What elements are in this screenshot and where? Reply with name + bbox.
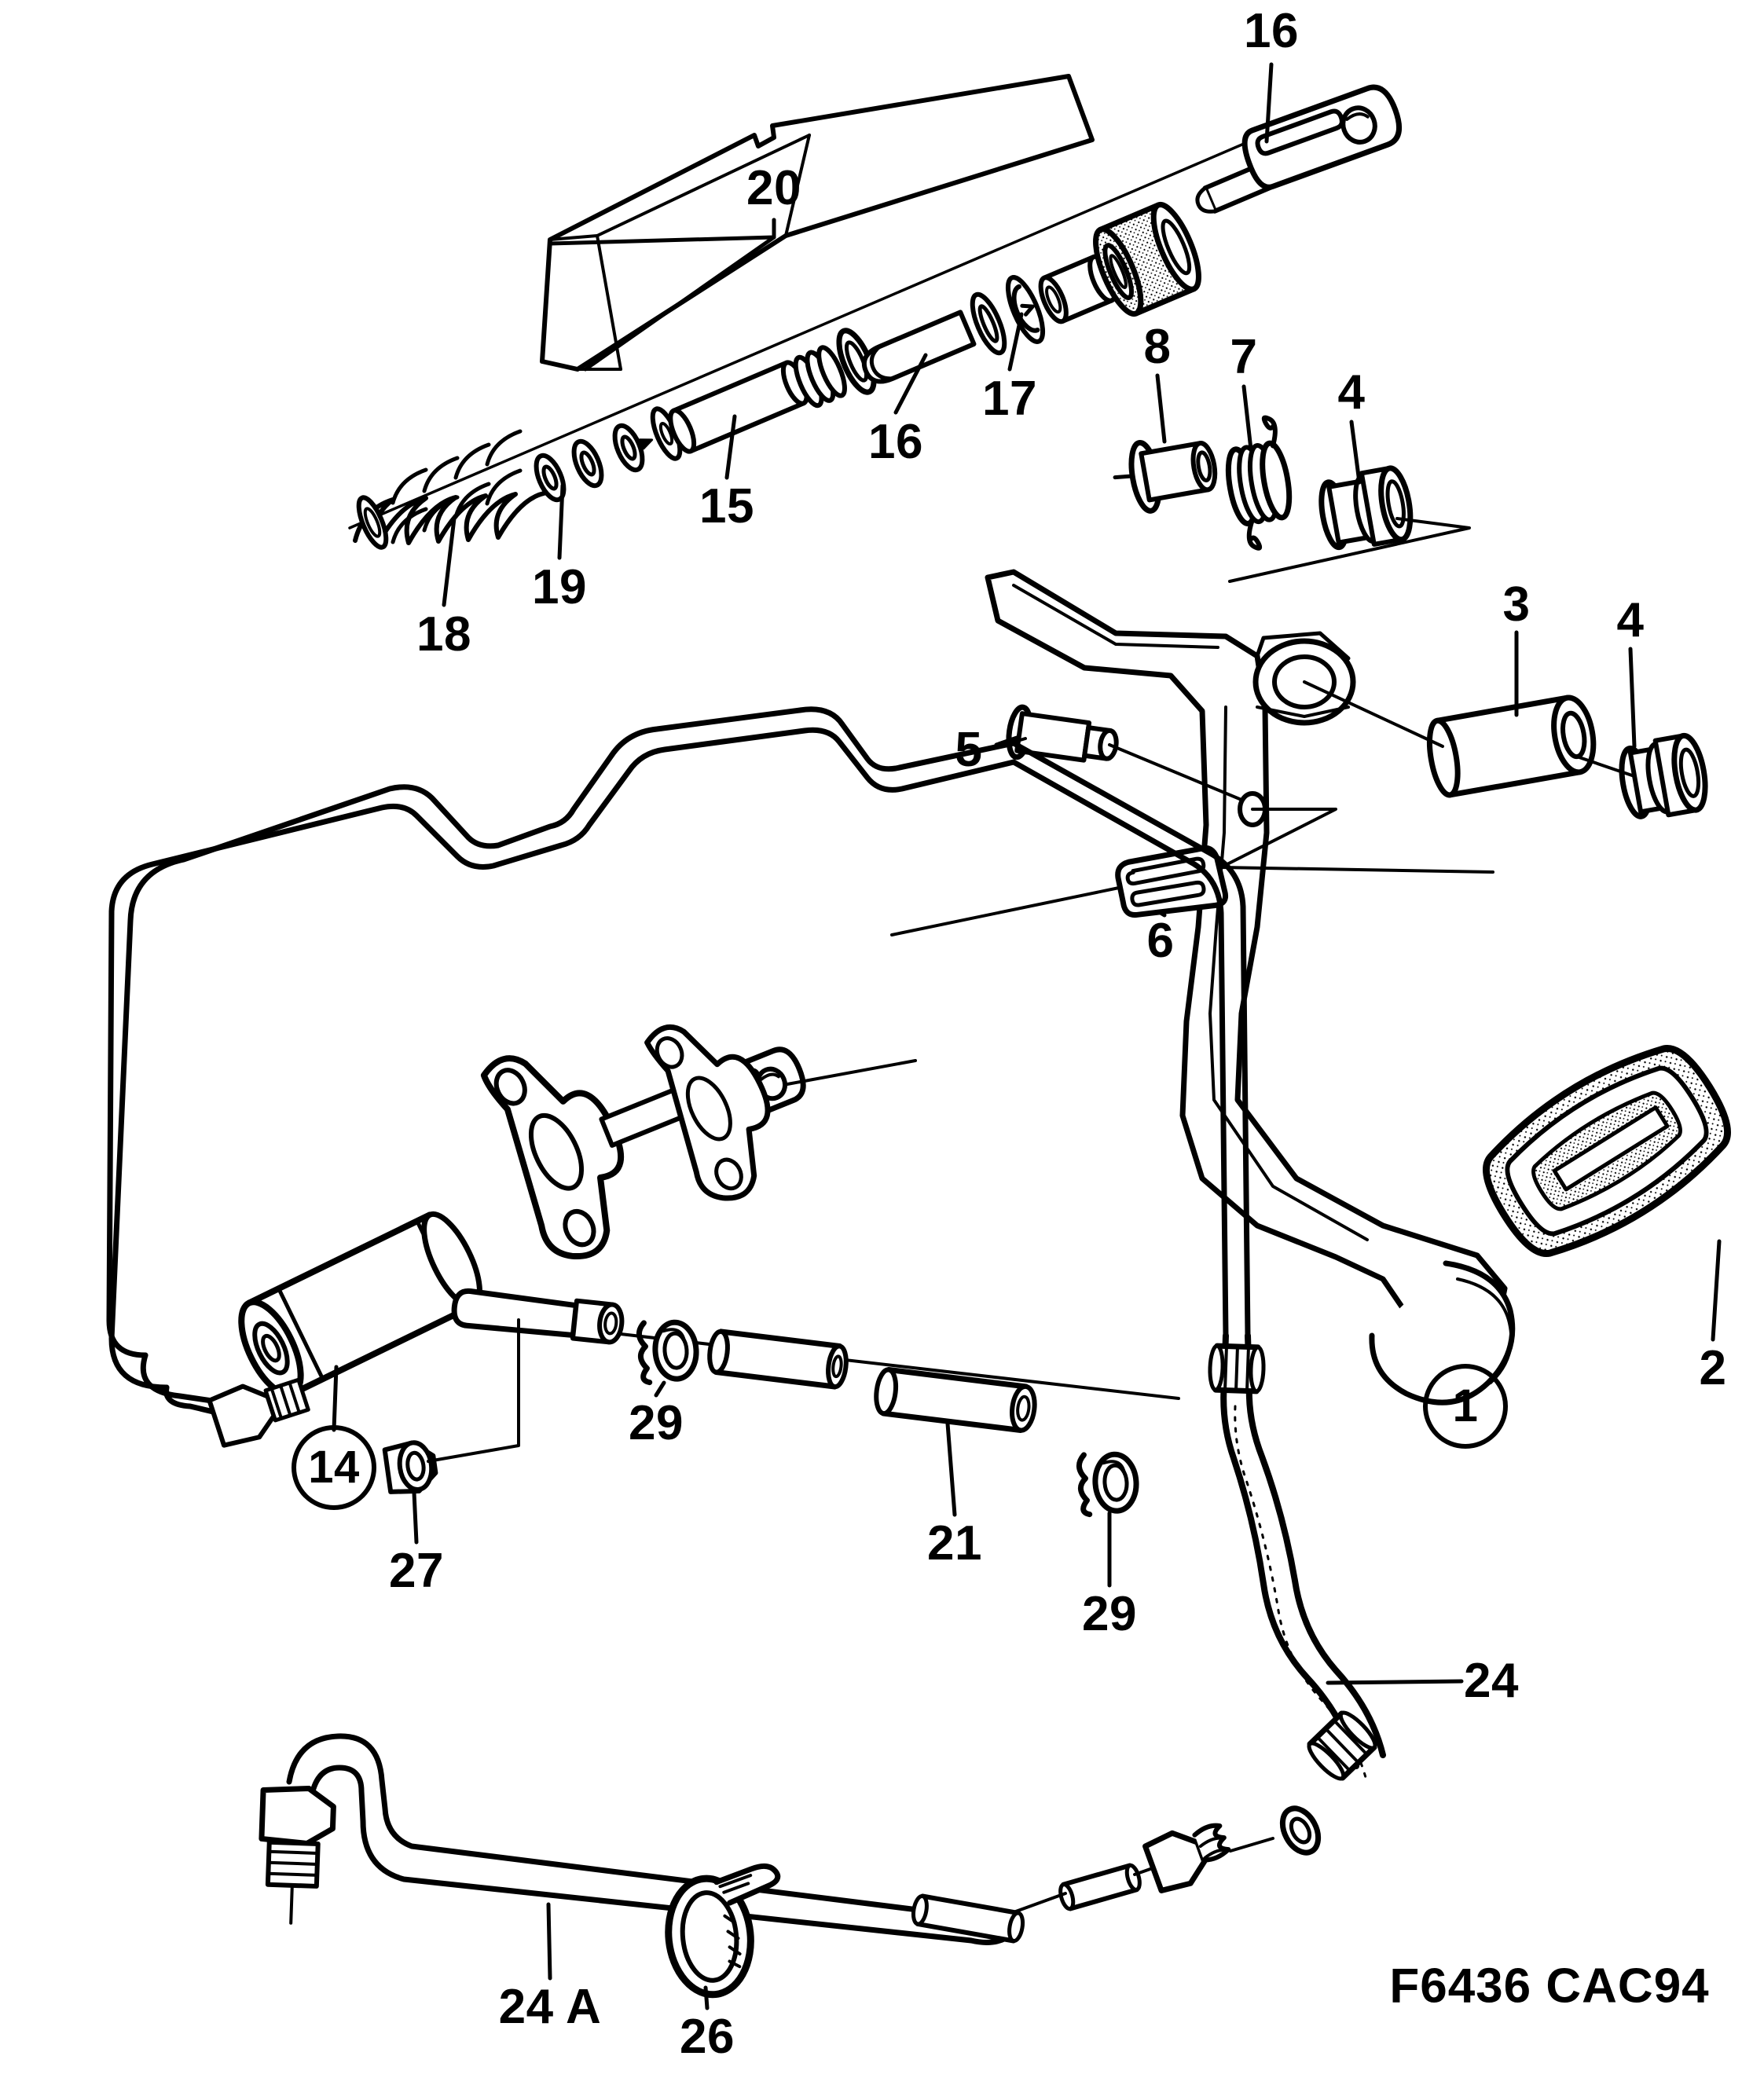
rubber-boot [1093,201,1201,317]
bushing-4-lower [1619,732,1708,819]
flexible-hose-24 [1208,1332,1386,1785]
hose-sleeve-21b [874,1366,1037,1434]
callout-hose-sleeve: 21 [927,1516,982,1570]
callout-piston-assembly: 15 [699,479,754,533]
callout-bushing: 4 [1337,365,1366,420]
master-cylinder-body-20 [540,74,1095,372]
callout-spacer-tube: 3 [1502,577,1531,632]
washer-17 [970,291,1007,356]
pedal-pad-2 [1482,1044,1732,1258]
spring-18 [353,429,546,550]
bushing-8 [1113,439,1218,514]
callout-clutch-pedal-assembly: 1 [1423,1364,1508,1449]
union-nut [207,1377,310,1448]
hose-sleeve-21a [707,1329,849,1390]
lower-pipe-sleeve-a [911,1893,1025,1944]
callout-clevis-yoke: 16 [1244,4,1299,58]
piston-assembly-15 [638,345,847,461]
callout-retaining-clip: 6 [1146,914,1175,968]
pipe-union-fitting [259,1786,336,1925]
nut-27 [382,1440,438,1494]
bushing-4-upper [1318,465,1414,551]
callout-pushrod: 16 [868,415,923,469]
pushrod-16 [861,310,977,384]
spacer-tube-3 [1426,694,1597,798]
pipe-to-slave [140,1352,253,1424]
callout-slave-cylinder: 14 [292,1425,376,1510]
return-spring-7 [1225,415,1293,551]
callout-cable-tie: 26 [680,2010,735,2064]
callout-nut: 27 [389,1544,444,1598]
cable-tie-26 [665,1863,781,1999]
callout-rigid-pipe: 24 A [498,1980,602,2034]
circlip-17 [1005,275,1046,344]
lower-line-connector [1142,1823,1231,1893]
callout-flexible-hose: 24 [1464,1654,1519,1708]
sealing-washers-19 [530,422,647,504]
clutch-pedal-arm-1 [985,569,1516,1405]
figure-code: F6436 CAC94 [1389,1959,1710,2014]
callout-bushing-flanged: 8 [1143,320,1172,374]
leader-lines [332,62,1722,2010]
rigid-pipe-24A [286,1733,1017,1945]
callout-circlip: 17 [982,372,1037,426]
slave-bracket [644,1024,771,1201]
callout-master-cylinder-body: 20 [746,161,801,215]
lower-line-ferrule [1279,1805,1322,1856]
slave-cylinder-14 [238,1055,625,1398]
callout-spring: 18 [416,607,471,662]
lower-pipe-sleeve-b [1058,1863,1142,1911]
callout-sealing-washers: 19 [532,560,587,614]
callout-bushing: 4 [1616,593,1645,647]
hose-clamp-29-right [1076,1451,1139,1518]
hydraulic-pipe-loop [106,706,1017,1391]
hose-clamp-29-left [636,1319,699,1386]
callout-hose-clamp: 29 [1082,1587,1137,1641]
callout-pedal-pad: 2 [1699,1341,1727,1395]
clevis-yoke-16 [1241,84,1403,190]
callout-return-spring: 7 [1230,330,1258,384]
pivot-pin-5 [1006,704,1119,763]
pipe-right-branch [1010,740,1251,1339]
callout-hose-clamp: 29 [629,1396,684,1450]
callout-pivot-pin: 5 [955,723,983,777]
